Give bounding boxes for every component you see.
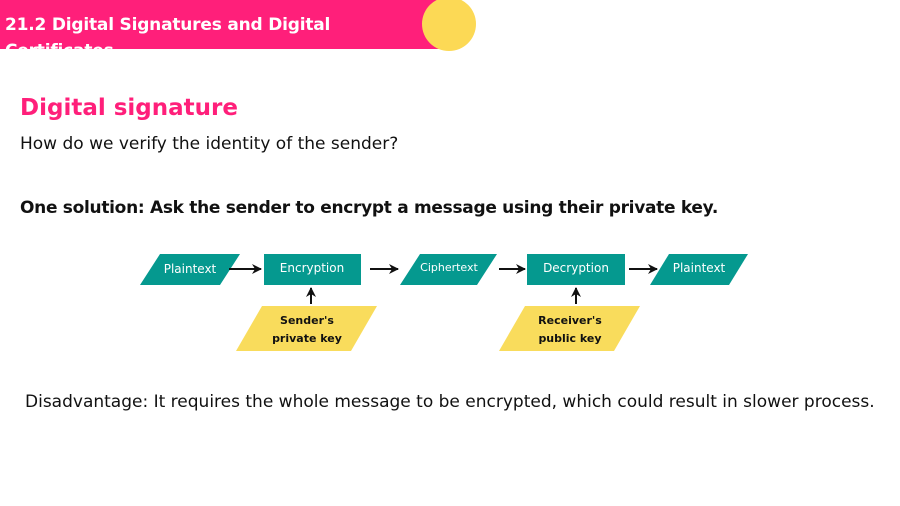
sender-key-line2: private key <box>272 332 342 345</box>
sender-private-key-node: Sender's private key <box>236 306 377 351</box>
receiver-key-line1: Receiver's <box>538 314 602 327</box>
receiver-key-line2: public key <box>538 332 601 345</box>
header-bar: 21.2 Digital Signatures and Digital Cert… <box>0 0 455 49</box>
header-circle-decoration <box>422 0 476 51</box>
question-text: How do we verify the identity of the sen… <box>20 134 399 154</box>
signature-flow-diagram: Plaintext Encryption Ciphertext Decrypti… <box>140 254 748 351</box>
sender-key-line1: Sender's <box>280 314 334 327</box>
receiver-public-key-node: Receiver's public key <box>499 306 640 351</box>
ciphertext-label: Ciphertext <box>420 261 478 274</box>
decryption-label: Decryption <box>543 261 609 275</box>
header-title: 21.2 Digital Signatures and Digital Cert… <box>5 15 331 49</box>
plaintext-input-label: Plaintext <box>164 262 217 276</box>
plaintext-output-label: Plaintext <box>673 261 726 275</box>
section-title: Digital signature <box>20 95 238 121</box>
disadvantage-text: Disadvantage: It requires the whole mess… <box>25 392 875 412</box>
solution-text: One solution: Ask the sender to encrypt … <box>20 198 718 218</box>
plaintext-input-node: Plaintext <box>140 254 240 285</box>
decryption-node: Decryption <box>527 254 625 285</box>
plaintext-output-node: Plaintext <box>650 254 748 285</box>
ciphertext-node: Ciphertext <box>400 254 497 285</box>
encryption-label: Encryption <box>280 261 344 275</box>
encryption-node: Encryption <box>264 254 361 285</box>
